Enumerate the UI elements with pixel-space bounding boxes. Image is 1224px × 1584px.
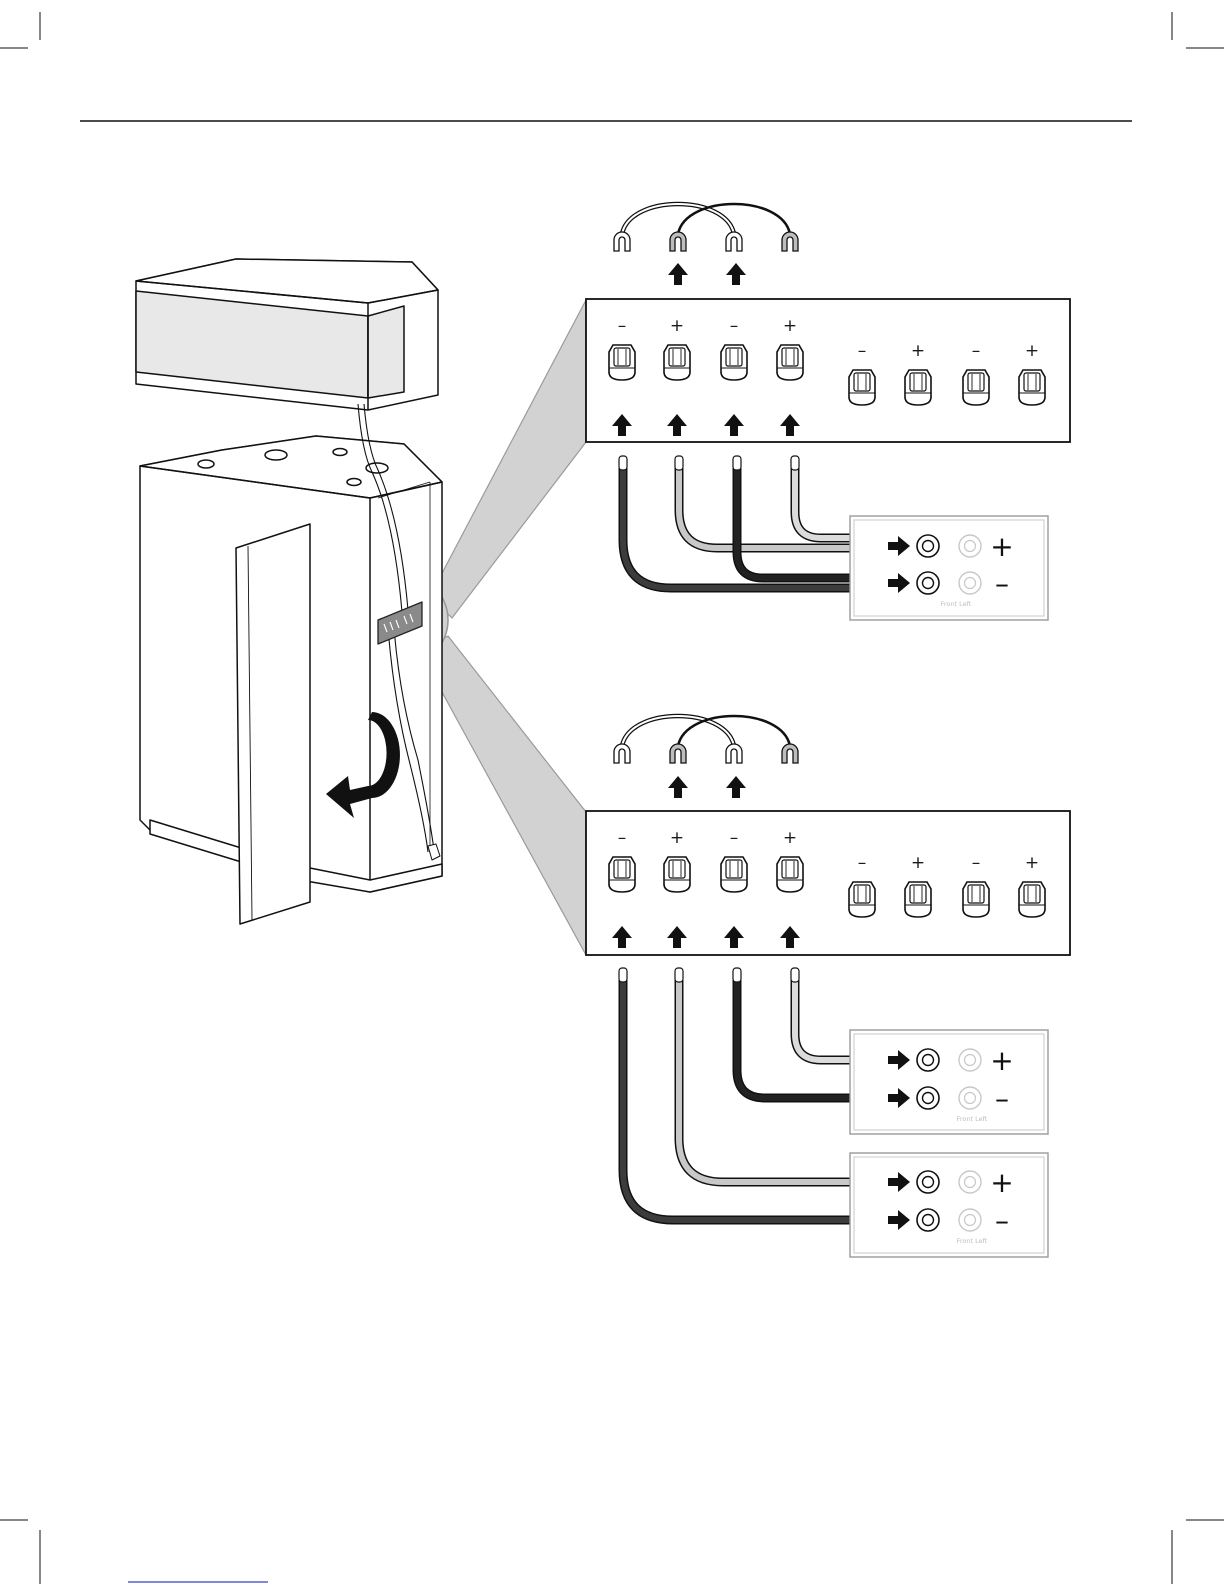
plus-label: +: [990, 530, 1013, 563]
plus-label: +: [990, 1044, 1013, 1077]
jack-active: [917, 1087, 939, 1109]
polarity-label: –: [730, 316, 739, 336]
polarity-label: –: [730, 828, 739, 848]
polarity-label: –: [618, 316, 627, 336]
polarity-label: +: [670, 828, 684, 848]
binding-post: [721, 857, 747, 892]
jack-active: [917, 1171, 939, 1193]
binding-post: [664, 857, 690, 892]
arrow-up-icon: [668, 776, 688, 798]
binding-post: [849, 882, 875, 917]
terminal-panel-top: [586, 299, 1070, 442]
jack-active: [917, 1209, 939, 1231]
polarity-label: +: [783, 828, 797, 848]
jack-inactive: [959, 1049, 981, 1071]
jack-inactive: [959, 535, 981, 557]
amp-terminal-block: + – Front Left: [850, 1153, 1048, 1257]
speaker-illustration: [136, 259, 442, 924]
top-detail: – + – + – + – +: [586, 204, 1070, 620]
minus-label: –: [995, 1082, 1009, 1115]
minus-label: –: [995, 567, 1009, 600]
jack-active: [917, 572, 939, 594]
polarity-label: –: [858, 853, 867, 873]
binding-post: [1019, 370, 1045, 405]
binding-post: [849, 370, 875, 405]
polarity-label: –: [972, 341, 981, 361]
jumper-straps-top: [614, 204, 798, 251]
channel-label: Front Left: [957, 1115, 988, 1123]
terminal-panel-bottom: [586, 811, 1070, 955]
binding-post: [905, 370, 931, 405]
polarity-label: +: [911, 853, 925, 873]
binding-post: [905, 882, 931, 917]
amp-terminal-block: + – Front Left: [850, 1030, 1048, 1134]
jack-inactive: [959, 1087, 981, 1109]
polarity-label: –: [858, 341, 867, 361]
minus-label: –: [995, 1204, 1009, 1237]
jack-inactive: [959, 1171, 981, 1193]
polarity-label: +: [911, 341, 925, 361]
arrow-up-icon: [668, 263, 688, 285]
jumper-straps-bottom: [614, 716, 798, 763]
channel-label: Front Left: [957, 1237, 988, 1245]
top-cabinet: [136, 259, 438, 410]
binding-post: [609, 345, 635, 380]
wires-top: [623, 468, 878, 588]
wires-bottom: [623, 980, 878, 1220]
jack-active: [917, 1049, 939, 1071]
binding-post: [777, 857, 803, 892]
arrow-up-icon: [726, 776, 746, 798]
jack-active: [917, 535, 939, 557]
binding-post: [721, 345, 747, 380]
channel-label: Front Left: [941, 600, 972, 608]
binding-post: [963, 882, 989, 917]
binding-post: [664, 345, 690, 380]
amp-terminal-block: + – Front Left: [850, 516, 1048, 620]
binding-post: [777, 345, 803, 380]
polarity-label: +: [1025, 853, 1039, 873]
polarity-label: +: [783, 316, 797, 336]
grille-panel: [236, 524, 310, 924]
jack-inactive: [959, 1209, 981, 1231]
binding-post: [963, 370, 989, 405]
bottom-detail: – + – + – + – +: [586, 716, 1070, 1257]
binding-post: [609, 857, 635, 892]
binding-post: [1019, 882, 1045, 917]
polarity-label: –: [972, 853, 981, 873]
jack-inactive: [959, 572, 981, 594]
polarity-label: +: [670, 316, 684, 336]
polarity-label: –: [618, 828, 627, 848]
polarity-label: +: [1025, 341, 1039, 361]
arrow-up-icon: [726, 263, 746, 285]
plus-label: +: [990, 1166, 1013, 1199]
